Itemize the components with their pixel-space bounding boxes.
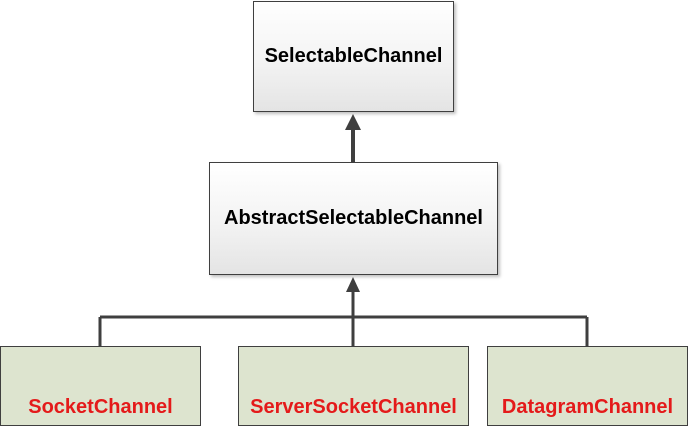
socket-channel-label: SocketChannel: [28, 396, 173, 418]
arrowhead-selectable: [345, 114, 361, 130]
socket-channel-node: SocketChannel: [0, 346, 201, 426]
abstract-selectable-channel-node: AbstractSelectableChannel: [209, 162, 498, 275]
datagram-channel-node: DatagramChannel: [487, 346, 688, 426]
server-socket-channel-node: ServerSocketChannel: [238, 346, 469, 426]
server-socket-channel-label: ServerSocketChannel: [250, 396, 457, 418]
abstract-selectable-channel-label: AbstractSelectableChannel: [224, 207, 483, 229]
selectable-channel-label: SelectableChannel: [264, 45, 443, 67]
selectable-channel-node: SelectableChannel: [253, 1, 454, 112]
datagram-channel-label: DatagramChannel: [501, 396, 674, 418]
arrowhead-abstract: [346, 277, 360, 292]
